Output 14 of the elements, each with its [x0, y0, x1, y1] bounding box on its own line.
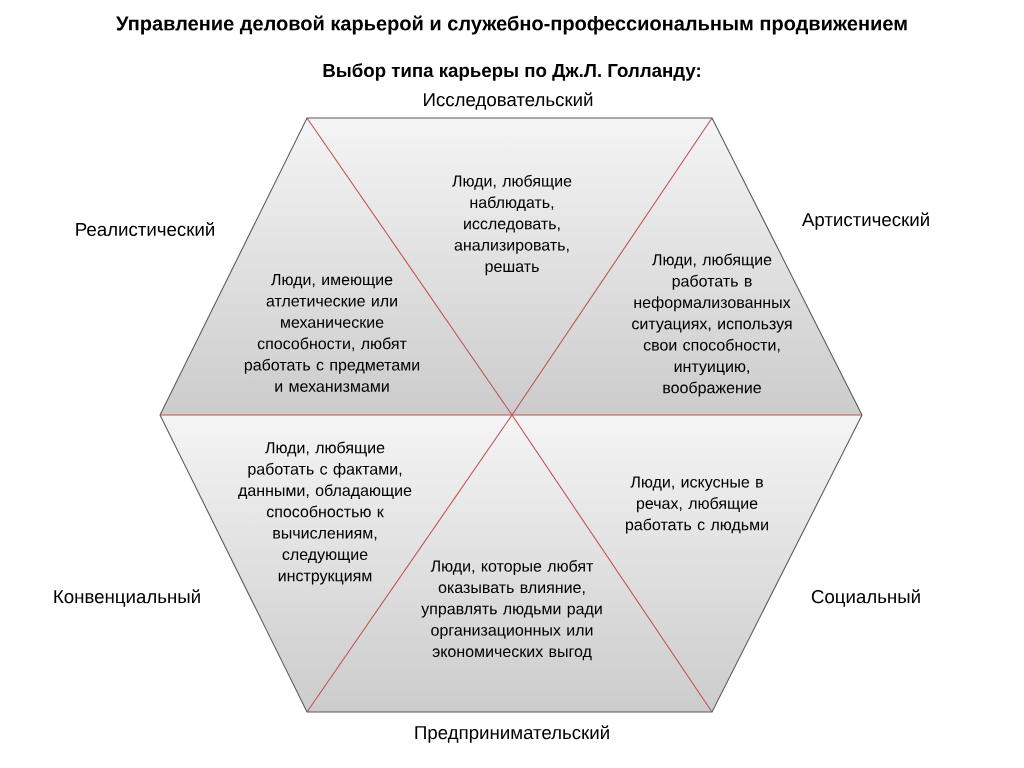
- sector-text: Люди, любящие работать с фактами, данными, обладающие способностью к вычислениям, следующие инструкциям: [238, 441, 412, 585]
- type-label: Реалистический: [76, 222, 214, 237]
- type-label: Артистический: [801, 212, 929, 230]
- type-label: Исследовательский: [424, 92, 593, 110]
- sector-text: Люди, искусные в речах, любящие работать с людьми: [625, 476, 768, 534]
- sector-text: Люди, любящие работать в неформализованных ситуациях, используя свои способности, интуицию, воображение: [632, 253, 792, 397]
- type-label: Социальный: [811, 589, 920, 607]
- title: Управление деловой карьерой и служебно-профессиональным продвижением: [116, 15, 907, 35]
- sector-text: Люди, имеющие атлетические или механические способности, любят работать с предметами и механизмами: [244, 274, 420, 392]
- subtitle: Выбор типа карьеры по Дж.Л. Голланду:: [323, 63, 700, 81]
- sector-text: Люди, любящие наблюдать, исследовать, анализировать, решать: [452, 174, 572, 276]
- type-label: Конвенциальный: [54, 589, 200, 607]
- sector-text: Люди, которые любят оказывать влияние, управлять людьми ради организационных или экономических выгод: [421, 559, 602, 661]
- type-label: Предпринимательский: [415, 725, 609, 743]
